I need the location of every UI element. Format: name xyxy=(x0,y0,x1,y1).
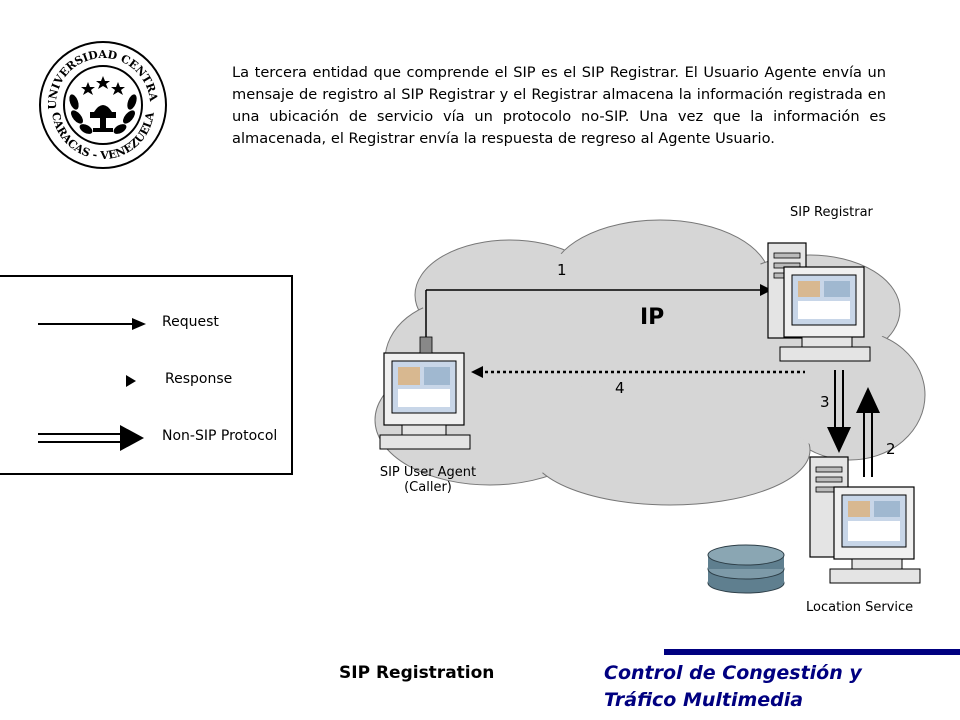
step-2-non-sip-arrow xyxy=(856,387,880,477)
course-title-line1: Control de Congestión y xyxy=(604,662,862,684)
user-agent-computer-icon xyxy=(379,336,471,450)
response-arrow-icon xyxy=(126,375,136,387)
step-1-label: 1 xyxy=(557,261,567,279)
registrar-server-icon xyxy=(767,242,871,362)
location-service-label: Location Service xyxy=(806,600,914,615)
university-seal: UNIVERSIDAD CENTRAL CARACAS - VENEZUELA xyxy=(38,40,167,169)
course-title: Control de Congestión y Tráfico Multimed… xyxy=(604,660,862,714)
description-text: La tercera entidad que comprende el SIP … xyxy=(232,64,886,147)
step-4-response-arrow xyxy=(471,366,805,378)
registrar-label: SIP Registrar xyxy=(790,205,873,220)
user-agent-label-line1: SIP User Agent xyxy=(379,465,477,480)
legend-non-sip-label: Non-SIP Protocol xyxy=(162,428,278,444)
step-3-label: 3 xyxy=(820,393,830,411)
legend-arrows xyxy=(38,318,146,451)
footer-divider xyxy=(664,649,960,655)
user-agent-label: SIP User Agent (Caller) xyxy=(368,465,488,495)
lamp-icon xyxy=(90,105,116,132)
request-arrow-icon xyxy=(38,318,146,330)
user-agent-label-line2: (Caller) xyxy=(404,480,452,495)
location-service-server-icon xyxy=(809,456,921,584)
legend-response-label: Response xyxy=(165,371,233,387)
non-sip-arrow-icon xyxy=(38,425,144,451)
step-2-label: 2 xyxy=(886,440,896,458)
slide-title: SIP Registration xyxy=(339,663,495,683)
step-3-non-sip-arrow xyxy=(827,370,851,453)
legend-box: Request Response Non-SIP Protocol xyxy=(0,275,293,475)
database-disks-icon xyxy=(707,544,785,594)
step-4-label: 4 xyxy=(615,379,625,397)
diagram-canvas xyxy=(374,219,926,594)
course-title-line2: Tráfico Multimedia xyxy=(604,689,804,711)
laurel-icon xyxy=(69,94,137,134)
network-diagram: SIP Registrar IP 1 2 3 4 SIP User Agent … xyxy=(340,195,940,635)
stars-icon xyxy=(81,76,125,95)
ip-cloud-label: IP xyxy=(640,305,665,330)
legend-request-label: Request xyxy=(162,314,219,330)
